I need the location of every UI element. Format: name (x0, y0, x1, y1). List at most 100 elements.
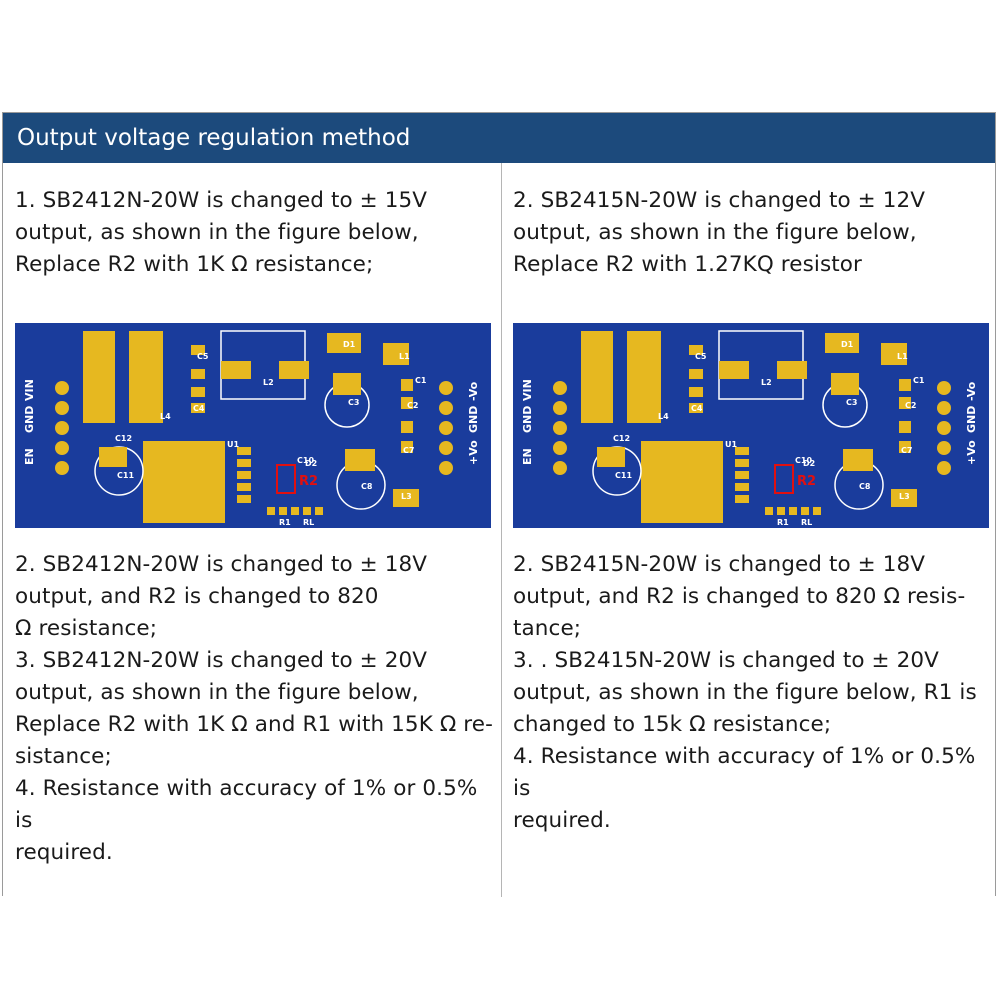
conn-left-pin-4 (55, 461, 69, 475)
component-label-u1: U1 (227, 440, 239, 449)
component-label-c10: C10 (795, 456, 812, 465)
conn-right-pin-4 (439, 461, 453, 475)
component-label-r1: R1 (279, 518, 291, 527)
component-label-c3: C3 (348, 398, 359, 407)
pin-label-right-right-0: -Vo (965, 381, 978, 401)
resistor-pad-2 (789, 507, 797, 515)
component-label-l4: L4 (160, 412, 171, 421)
conn-right-pin-3 (937, 441, 951, 455)
cap-pad-0 (689, 345, 703, 355)
cap-c3-pad (333, 373, 361, 395)
conn-left-pin-3 (553, 441, 567, 455)
pcb-board-right: VINGNDEN-VoGND+VoC5C4L2D1L1C3C1C2C7L4C12… (513, 323, 989, 528)
component-label-c7: C7 (901, 446, 912, 455)
pin-label-right-1: GND (521, 406, 534, 433)
pin-label-right-left-2: +Vo (467, 440, 480, 465)
right-intro-text: 2. SB2415N-20W is changed to ± 12V outpu… (513, 188, 926, 277)
conn-right-pin-1 (439, 401, 453, 415)
r2-highlight-label: R2 (797, 474, 816, 489)
cap-pad-2 (689, 387, 703, 397)
cap-pad-3 (191, 403, 205, 413)
cap-pad-1 (689, 369, 703, 379)
cap-right-pad-2 (899, 421, 911, 433)
component-label-c8: C8 (859, 482, 871, 491)
conn-left-pin-0 (553, 381, 567, 395)
conn-left-pin-2 (553, 421, 567, 435)
resistor-pad-4 (315, 507, 323, 515)
pcb-board-left: VINGNDEN-VoGND+VoC5C4L2D1L1C3C1C2C7L4C12… (15, 323, 491, 528)
component-label-c7: C7 (403, 446, 414, 455)
conn-left-pin-4 (553, 461, 567, 475)
component-label-d2: D2 (803, 459, 815, 468)
column-divider (501, 163, 502, 897)
component-label-c1: C1 (415, 376, 427, 385)
cap-right-pad-0 (401, 379, 413, 391)
component-label-rl: RL (303, 518, 314, 527)
resistor-pad-4 (813, 507, 821, 515)
u1-leg-1 (237, 459, 251, 467)
component-label-l4: L4 (658, 412, 669, 421)
pin-label-right-0: VIN (521, 379, 534, 401)
resistor-pad-1 (777, 507, 785, 515)
inductor-l2-pad-b (777, 361, 807, 379)
section-header: Output voltage regulation method (3, 113, 995, 163)
u1-leg-3 (237, 483, 251, 491)
cap-right-pad-3 (401, 441, 413, 453)
r2-highlight-label: R2 (299, 474, 318, 489)
r2-highlight-box (276, 464, 296, 494)
component-label-c5: C5 (695, 352, 707, 361)
conn-right-pin-2 (439, 421, 453, 435)
component-label-u1: U1 (725, 440, 737, 449)
component-label-c2: C2 (905, 401, 916, 410)
cap-right-pad-1 (899, 397, 911, 409)
cap-pad-0 (191, 345, 205, 355)
u1-leg-4 (735, 495, 749, 503)
component-label-d1: D1 (841, 340, 854, 349)
component-label-c4: C4 (691, 404, 703, 413)
resistor-pad-1 (279, 507, 287, 515)
regulation-panel: Output voltage regulation method 1. SB24… (2, 112, 996, 897)
cap-c11-pad (597, 447, 625, 467)
inductor-l2-pad-a (221, 361, 251, 379)
inductor-l2-pad-a (719, 361, 749, 379)
pin-label-left-0: VIN (23, 379, 36, 401)
conn-right-pin-3 (439, 441, 453, 455)
cap-pad-3 (689, 403, 703, 413)
diode-d1-pad (327, 333, 361, 353)
component-label-l3: L3 (899, 492, 910, 501)
component-label-rl: RL (801, 518, 812, 527)
component-label-d1: D1 (343, 340, 356, 349)
conn-left-pin-3 (55, 441, 69, 455)
ic-u1-pad (641, 441, 723, 523)
inductor-l3-pad (393, 489, 419, 507)
component-label-c12: C12 (613, 434, 630, 443)
u1-leg-3 (735, 483, 749, 491)
component-label-c5: C5 (197, 352, 209, 361)
resistor-pad-2 (291, 507, 299, 515)
component-label-c11: C11 (117, 471, 134, 480)
pin-label-right-left-0: -Vo (467, 381, 480, 401)
resistor-pad-3 (801, 507, 809, 515)
resistor-pad-0 (267, 507, 275, 515)
component-label-c1: C1 (913, 376, 925, 385)
u1-leg-2 (735, 471, 749, 479)
u1-leg-4 (237, 495, 251, 503)
conn-right-pin-0 (439, 381, 453, 395)
u1-leg-0 (237, 447, 251, 455)
inductor-l4-gap (115, 331, 129, 423)
conn-left-pin-1 (55, 401, 69, 415)
resistor-pad-3 (303, 507, 311, 515)
u1-leg-2 (237, 471, 251, 479)
conn-left-pin-1 (553, 401, 567, 415)
pin-label-right-2: EN (521, 448, 534, 465)
inductor-l3-pad (891, 489, 917, 507)
left-notes-text: 2. SB2412N-20W is changed to ± 18V outpu… (15, 552, 493, 865)
cap-right-pad-3 (899, 441, 911, 453)
pin-label-left-2: EN (23, 448, 36, 465)
cap-right-pad-1 (401, 397, 413, 409)
inductor-l4-gap (613, 331, 627, 423)
conn-right-pin-2 (937, 421, 951, 435)
component-label-l2: L2 (761, 378, 772, 387)
ic-u1-pad (143, 441, 225, 523)
